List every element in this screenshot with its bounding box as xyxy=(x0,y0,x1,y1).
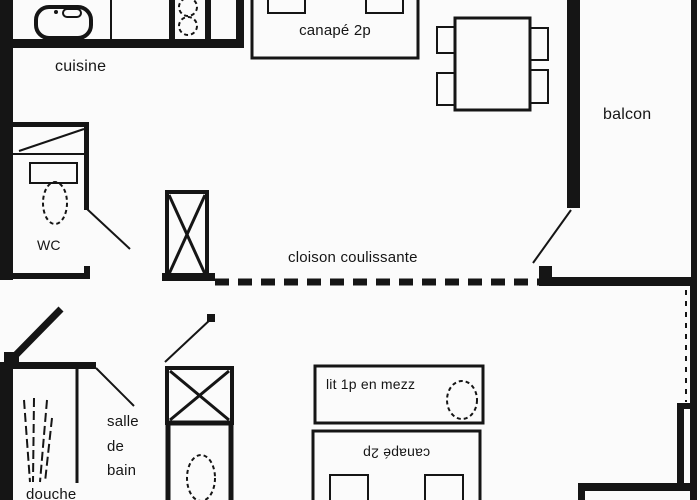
stove-left-side xyxy=(169,0,175,44)
kitchen-side-wall xyxy=(236,0,244,48)
sofa-cushion xyxy=(424,474,464,500)
bottom-right-wall xyxy=(578,483,697,491)
left-wall-upper xyxy=(0,0,13,280)
door-swings xyxy=(12,128,572,407)
room-label-cuisine: cuisine xyxy=(55,58,107,75)
sofa-cushion xyxy=(329,474,369,500)
left-wall-lower xyxy=(0,362,13,500)
furniture-label-lit-mezz: lit 1p en mezz xyxy=(326,376,416,392)
toilet-cistern xyxy=(29,162,78,184)
wc-bottom-wall-tick xyxy=(84,266,90,279)
dining-table xyxy=(453,16,532,112)
sleeping-area-furniture xyxy=(311,364,485,500)
room-label-wc: WC xyxy=(37,237,61,253)
furniture-label-canape-bottom: canapé 2p xyxy=(362,445,431,462)
sink-drain-dot xyxy=(54,10,58,14)
wc-bottom-wall xyxy=(7,273,90,279)
mezzanine-area-door-swing xyxy=(164,317,213,363)
stove-burner-icon xyxy=(178,0,198,17)
entry-diagonal-wall xyxy=(4,306,64,367)
stove-burner-icon xyxy=(178,16,198,36)
stove-right-side xyxy=(205,0,211,44)
sofa-bottom-outline xyxy=(311,429,482,500)
chair xyxy=(436,26,456,54)
wc-upper-door-swing xyxy=(18,128,85,152)
shower-spray-line xyxy=(32,397,35,483)
room-label-salle: salle xyxy=(107,413,139,430)
shower-spray-line xyxy=(39,399,48,483)
toilet-bowl-icon xyxy=(42,181,68,225)
door-hinge-block xyxy=(207,314,215,322)
bathroom-top-wall xyxy=(8,362,96,369)
bathroom-door-swing xyxy=(95,367,135,407)
room-label-balcon: balcon xyxy=(603,106,652,123)
closet-upper-box xyxy=(165,190,209,279)
partition-end-post xyxy=(539,266,552,286)
south-wall-right xyxy=(545,277,697,286)
sink-faucet-icon xyxy=(62,8,82,18)
mezzanine-bed-oval-icon xyxy=(446,380,478,420)
mezzanine-ladder-bar xyxy=(677,403,684,491)
shower-spray-line xyxy=(44,417,53,483)
mezzanine-bed-box xyxy=(313,364,485,425)
right-wall-lower xyxy=(690,277,697,500)
chair xyxy=(529,69,549,104)
room-label-douche: douche xyxy=(26,486,77,500)
living-balcony-wall xyxy=(567,0,580,208)
wc-door-swing xyxy=(86,208,131,250)
closet-upper xyxy=(165,190,209,279)
sofa-cushion xyxy=(365,0,404,14)
bathtub-oval-icon xyxy=(186,454,216,500)
chair xyxy=(436,72,456,106)
chair xyxy=(529,27,549,61)
kitchen-counter-front-edge xyxy=(12,39,244,48)
wc-fixtures xyxy=(29,162,78,225)
room-label-de: de xyxy=(107,438,125,455)
bottom-right-wall-return xyxy=(578,483,585,500)
partition-label-cloison: cloison coulissante xyxy=(288,249,418,266)
closet-x-line xyxy=(167,194,207,275)
mezzanine-ladder-top xyxy=(677,403,691,409)
bathroom-fixtures xyxy=(23,366,234,500)
sofa-cushion xyxy=(267,0,306,14)
wc-top-wall xyxy=(12,122,89,127)
wc-right-wall xyxy=(84,122,89,210)
balcony-door-swing xyxy=(532,209,572,264)
furniture-label-canape-top: canapé 2p xyxy=(299,22,371,39)
room-label-bain: bain xyxy=(107,462,137,479)
bathtub-outline xyxy=(165,420,234,500)
kitchen-sink-icon xyxy=(34,5,93,40)
kitchen-counter xyxy=(34,0,211,44)
closet-x-line xyxy=(169,369,230,422)
living-dining-furniture xyxy=(250,0,549,112)
balcony-railing xyxy=(691,0,697,284)
sofa-top-outline xyxy=(250,0,420,60)
shower-spray-line xyxy=(23,399,31,483)
